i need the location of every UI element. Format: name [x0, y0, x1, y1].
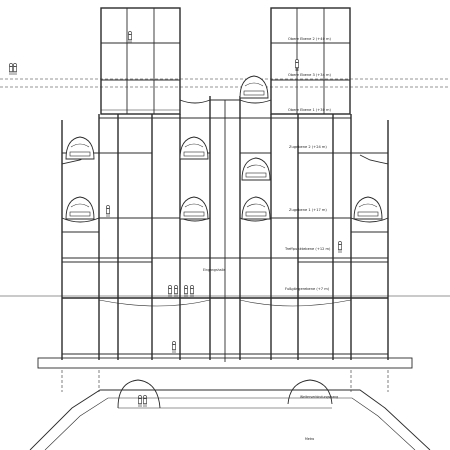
label-connecting-tunnel: Weiterverbindungsgang: [300, 395, 338, 399]
label-level-upper-3: Obere Ebene 3 (+34 m): [288, 73, 332, 77]
person-icon: [184, 285, 188, 297]
base-slab: [37, 357, 413, 369]
train-icon: [353, 196, 383, 220]
people: [9, 31, 342, 407]
left-tower: [100, 7, 181, 115]
entrance-arch-right: [287, 379, 333, 405]
person-icon: [106, 205, 110, 217]
person-icon: [143, 395, 147, 407]
right-tower-frame: [270, 7, 351, 115]
person-icon: [174, 285, 178, 297]
train-icon: [179, 136, 209, 160]
train-icon: [241, 196, 271, 220]
label-level-upper-1: Obere Ebene 1 (+30 m): [288, 108, 332, 112]
label-train-level-1: Zugebene 1 (+17 m): [289, 208, 327, 212]
right-tower: [270, 7, 351, 115]
label-level-upper-2: Obere Ebene 2 (+40 m): [288, 37, 332, 41]
level-labels: Obere Ebene 2 (+40 m) Obere Ebene 3 (+34…: [203, 37, 338, 441]
train-icon: [179, 196, 209, 220]
person-icon: [168, 285, 172, 297]
underground: [29, 357, 431, 450]
train-icon: [241, 157, 271, 181]
train-icon: [65, 136, 95, 160]
person-icon: [128, 31, 132, 43]
person-icon: [9, 63, 13, 75]
floor-slabs: [61, 99, 389, 355]
person-icon: [138, 395, 142, 407]
trains: [65, 75, 383, 220]
main-columns: [61, 96, 389, 362]
side-canopies: [61, 154, 389, 233]
person-icon: [172, 341, 176, 353]
label-transfer-level: Treffpunktebene (+12 m): [284, 247, 331, 251]
person-icon: [338, 241, 342, 253]
entrance-arch-left: [117, 379, 161, 409]
train-icon: [65, 196, 95, 220]
left-tower-frame: [100, 7, 181, 115]
person-icon: [295, 59, 299, 71]
train-icon: [239, 75, 269, 99]
label-bottom: Metro: [305, 437, 314, 441]
label-concourse-level: Fußgängerebene (+7 m): [285, 287, 330, 291]
person-icon: [190, 285, 194, 297]
tunnel-outer: [29, 389, 431, 450]
label-entrance-hall: Eingangshalle: [203, 268, 225, 272]
person-icon: [13, 63, 17, 75]
tunnel-inner: [44, 397, 416, 450]
label-train-level-2: Zugebene 2 (+24 m): [289, 145, 327, 149]
